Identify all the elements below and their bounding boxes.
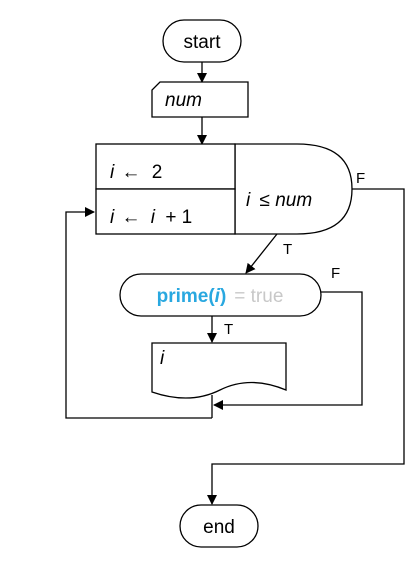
- loop-back-path: [65, 207, 212, 419]
- end-label: end: [203, 517, 235, 538]
- loop-init-text: i ← 2: [110, 162, 162, 183]
- loop-condition-shape: [234, 143, 353, 235]
- loop-true-label: T: [283, 241, 292, 258]
- loop-block: i ← 2 i ← i + 1 i ≤ num: [95, 143, 353, 235]
- prime-decision: prime(i) = true: [119, 273, 322, 317]
- loop-true-arrow: [245, 233, 278, 274]
- loop-init-box: [95, 143, 236, 190]
- decision-false-path: [213, 291, 363, 410]
- loop-step-box: [95, 188, 236, 235]
- decision-true-label: T: [224, 321, 233, 338]
- loop-false-path: [207, 188, 405, 505]
- start-label: start: [184, 32, 222, 53]
- loop-condition-text: i ≤ num: [246, 190, 312, 211]
- decision-false-label: F: [331, 265, 340, 282]
- end-terminal: end: [179, 504, 259, 548]
- loop-false-label: F: [356, 170, 365, 187]
- input-var: num: [165, 90, 202, 111]
- loop-step-text: i ← i + 1: [110, 207, 192, 228]
- output-var: i: [160, 348, 165, 369]
- start-terminal: start: [162, 19, 242, 63]
- output-document: i: [151, 342, 287, 399]
- input-num: num: [151, 81, 249, 118]
- prime-decision-text: prime(i) = true: [157, 286, 284, 307]
